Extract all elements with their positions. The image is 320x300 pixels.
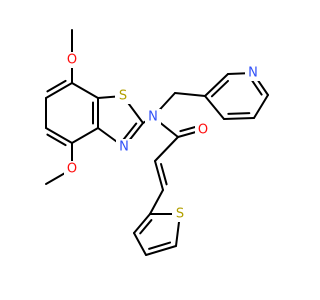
bond-line <box>133 213 151 234</box>
bond-line <box>148 241 172 250</box>
bond-line <box>149 189 164 215</box>
atom-knockout <box>115 88 131 104</box>
bond-line <box>250 78 263 96</box>
atom-n-pyridine: N <box>248 66 258 81</box>
bond-line <box>71 82 99 99</box>
atom-knockout <box>172 206 188 222</box>
bond-line <box>210 79 230 98</box>
atom-n-benzothiazole: N <box>119 140 129 155</box>
atom-knockout <box>64 161 80 177</box>
atom-labels: O O S N N N O S <box>64 52 261 222</box>
atom-o-carbonyl: O <box>198 123 208 138</box>
bond-line <box>45 127 73 144</box>
bond-line <box>223 117 255 120</box>
molecule-diagram: O O S N N N O S <box>45 29 269 256</box>
bond-line <box>160 163 168 186</box>
bond-line <box>71 127 99 144</box>
atom-o-methoxy-top: O <box>67 53 77 68</box>
bond-line <box>174 92 206 97</box>
atom-s-thiophene: S <box>176 207 184 222</box>
atom-n-amide: N <box>148 110 158 125</box>
bond-line <box>121 122 138 142</box>
bond-line <box>154 136 179 162</box>
bond-line <box>253 94 269 119</box>
bond-line <box>179 125 199 133</box>
bond-line <box>145 245 177 256</box>
atom-o-methoxy-bottom: O <box>67 162 77 177</box>
bond-line <box>204 73 229 97</box>
atom-s-benzothiazole: S <box>119 89 127 104</box>
atom-knockout <box>64 52 80 68</box>
bond-line <box>45 82 73 99</box>
bond-line <box>133 232 147 256</box>
bond-line <box>46 133 67 147</box>
bond-line <box>46 79 67 93</box>
bond-line <box>154 160 164 191</box>
bond-line <box>227 112 251 115</box>
atom-knockout <box>145 109 161 125</box>
bond-line <box>204 95 225 120</box>
atom-knockout <box>116 139 132 155</box>
atom-knockout <box>245 65 261 81</box>
bond-line <box>139 219 153 235</box>
atom-knockout <box>195 122 211 138</box>
